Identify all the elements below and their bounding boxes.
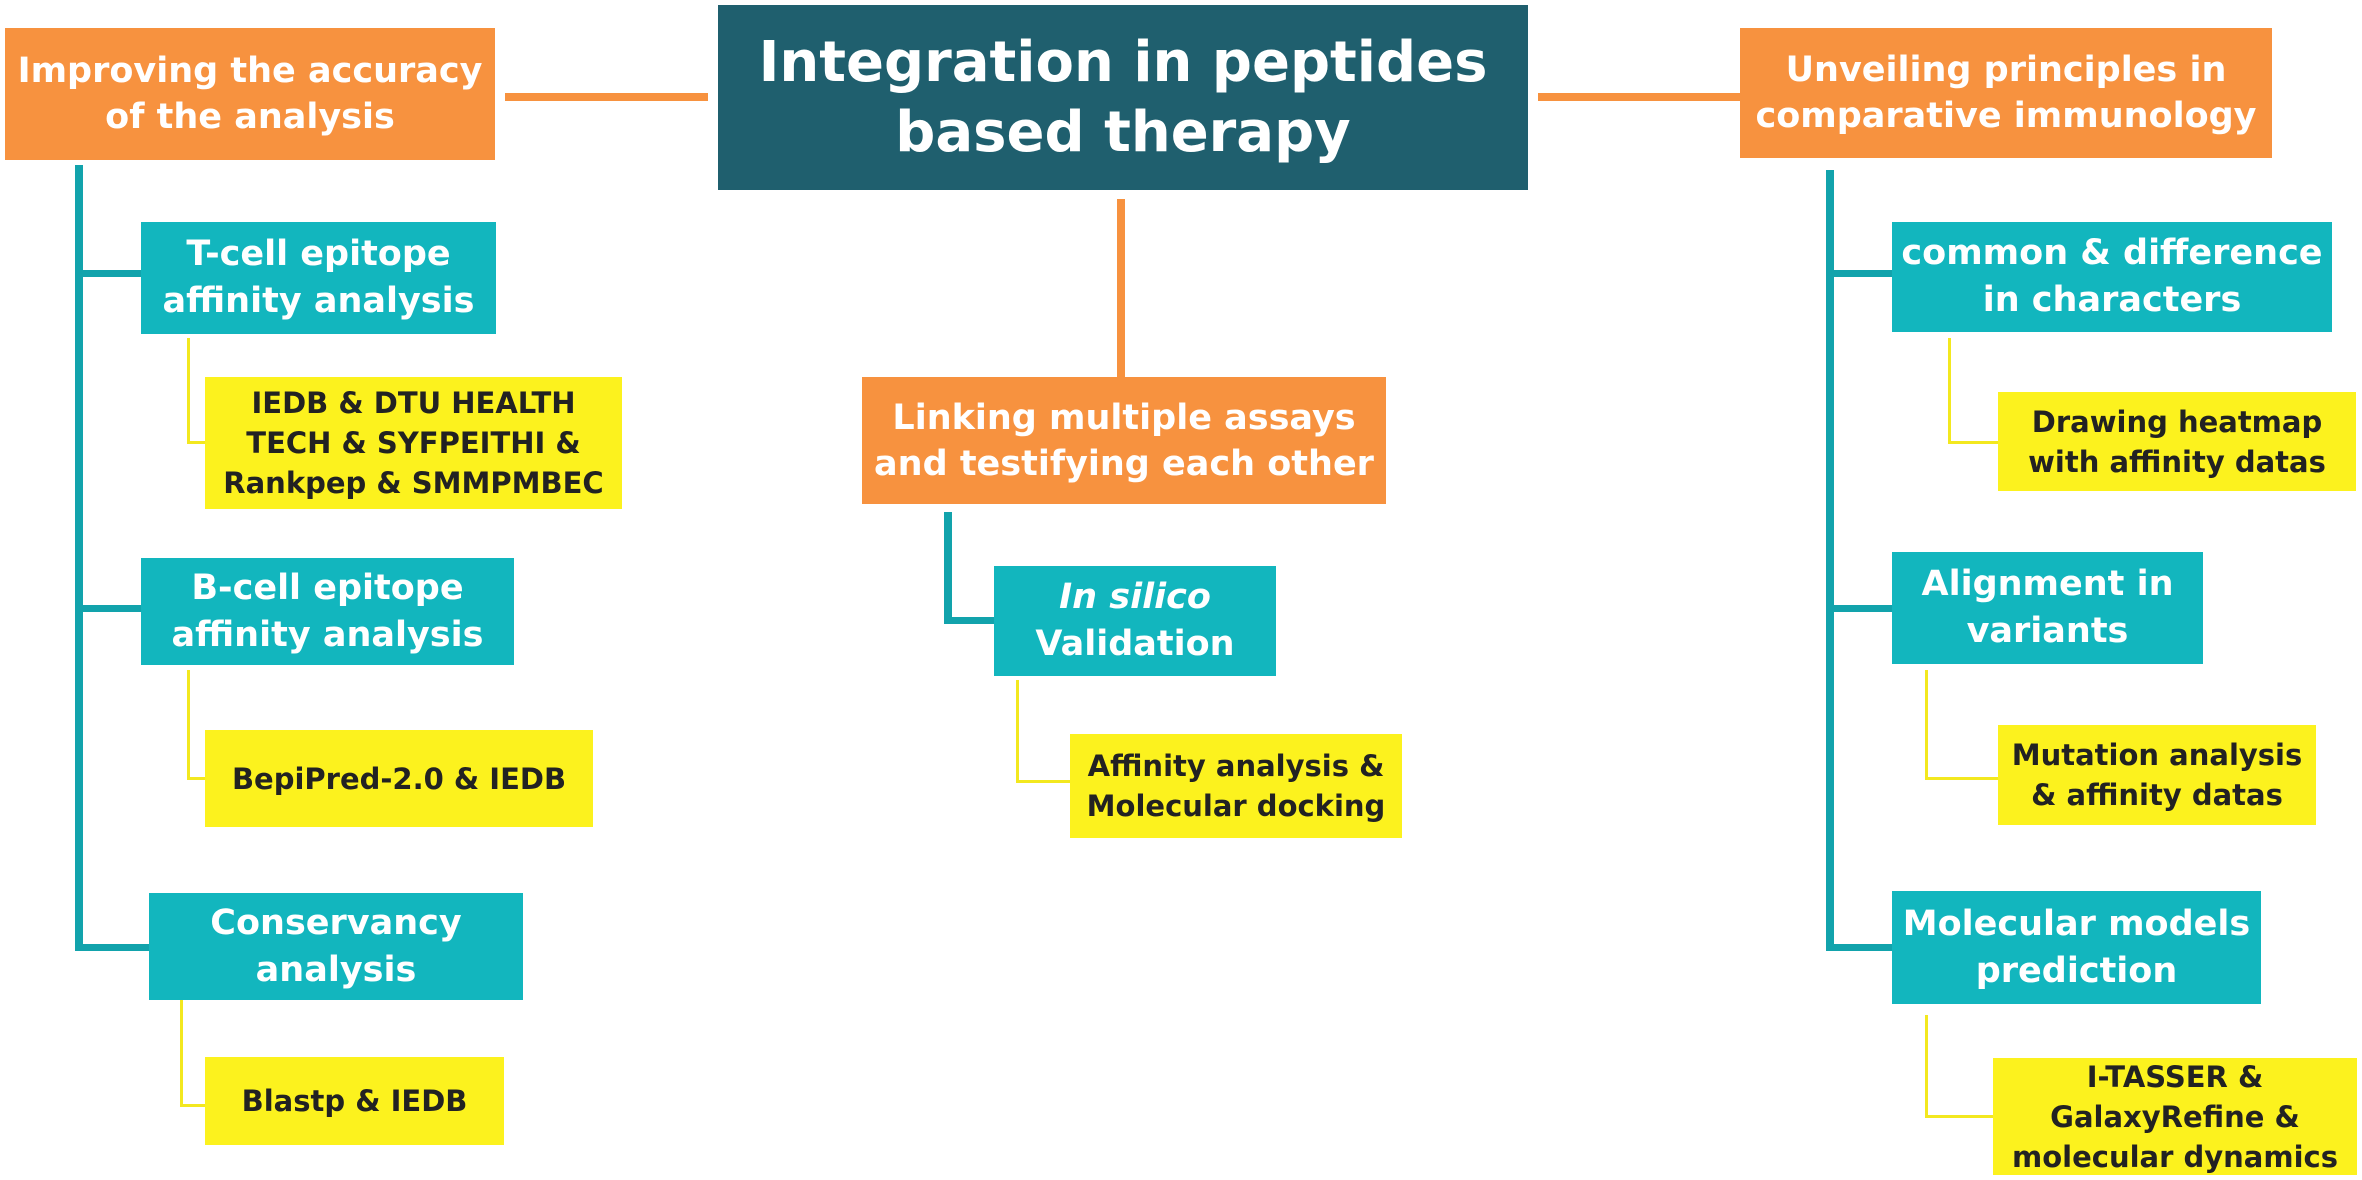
left-item-2-line1: B-cell epitope xyxy=(191,567,464,608)
right-tools-1-line2: with affinity datas xyxy=(2028,444,2326,479)
left-item-1-box: T-cell epitope affinity analysis xyxy=(141,222,496,334)
left-tools-1-line2: TECH & SYFPEITHI & xyxy=(246,426,581,460)
right-tools-connector-3-v xyxy=(1925,1015,1928,1118)
main-title-line2: based therapy xyxy=(895,99,1351,165)
left-item-1-line2: affinity analysis xyxy=(162,281,475,321)
center-tools-box: Affinity analysis & Molecular docking xyxy=(1070,734,1402,838)
center-header-box: Linking multiple assays and testifying e… xyxy=(862,377,1386,504)
right-item-3-line2: prediction xyxy=(1975,950,2178,991)
right-item-3-line1: Molecular models xyxy=(1902,903,2251,944)
center-tools-line1: Affinity analysis & xyxy=(1087,749,1385,783)
left-branch-2 xyxy=(75,605,141,612)
right-item-1-box: common & difference in characters xyxy=(1892,222,2332,332)
right-trunk-line xyxy=(1826,170,1834,951)
right-tools-1-box: Drawing heatmap with affinity datas xyxy=(1998,392,2356,491)
left-tools-2-box: BepiPred-2.0 & IEDB xyxy=(205,730,593,827)
left-trunk-line xyxy=(75,165,83,951)
left-tools-3-box: Blastp & IEDB xyxy=(205,1057,504,1145)
left-item-3-line1: Conservancy xyxy=(210,902,462,943)
left-header-line1: Improving the accuracy xyxy=(17,51,483,91)
right-tools-connector-1-h xyxy=(1948,441,1998,444)
left-tools-connector-3-h xyxy=(180,1104,205,1107)
right-tools-3-line1: I-TASSER & xyxy=(2086,1059,2264,1094)
center-header-line1: Linking multiple assays xyxy=(892,397,1356,438)
right-tools-3-line3: molecular dynamics xyxy=(2012,1139,2338,1174)
center-trunk-line xyxy=(944,512,952,624)
left-tools-1-line1: IEDB & DTU HEALTH xyxy=(251,386,576,420)
left-tools-connector-2-h xyxy=(187,777,205,780)
right-tools-1-line1: Drawing heatmap xyxy=(2031,404,2323,439)
left-tools-connector-1-h xyxy=(187,441,205,444)
right-item-1-line2: in characters xyxy=(1982,280,2242,320)
center-item-line1: In silico xyxy=(1059,577,1211,617)
right-item-1-line1: common & difference xyxy=(1901,233,2323,273)
center-tools-connector-v xyxy=(1016,680,1019,783)
main-title-line1: Integration in peptides xyxy=(758,29,1488,95)
right-header-line2: comparative immunology xyxy=(1755,96,2257,136)
left-tools-3-line1: Blastp & IEDB xyxy=(241,1084,468,1118)
right-tools-3-box: I-TASSER & GalaxyRefine & molecular dyna… xyxy=(1993,1058,2357,1175)
center-item-box: In silico Validation xyxy=(994,566,1276,676)
left-tools-connector-3-v xyxy=(180,1000,183,1107)
left-item-2-box: B-cell epitope affinity analysis xyxy=(141,558,514,665)
right-tools-connector-3-h xyxy=(1925,1115,1993,1118)
right-branch-2 xyxy=(1826,605,1892,612)
center-tools-line2: Molecular docking xyxy=(1086,789,1386,823)
center-branch xyxy=(944,617,994,624)
left-branch-3 xyxy=(75,944,149,951)
right-item-2-box: Alignment in variants xyxy=(1892,552,2203,664)
left-header-box: Improving the accuracy of the analysis xyxy=(5,28,495,160)
right-tools-2-box: Mutation analysis & affinity datas xyxy=(1998,725,2316,825)
right-tools-connector-1-v xyxy=(1948,338,1951,444)
connector-title-center xyxy=(1117,199,1125,377)
connector-title-left xyxy=(505,93,708,101)
left-item-3-line2: analysis xyxy=(255,949,417,990)
main-title-box: Integration in peptides based therapy xyxy=(718,5,1528,190)
left-tools-2-line1: BepiPred-2.0 & IEDB xyxy=(231,761,567,796)
right-branch-1 xyxy=(1826,270,1892,277)
left-item-1-line1: T-cell epitope xyxy=(186,234,451,274)
right-tools-3-line2: GalaxyRefine & xyxy=(2050,1099,2300,1134)
center-header-line2: and testifying each other xyxy=(874,443,1374,484)
left-item-3-box: Conservancy analysis xyxy=(149,893,523,1000)
left-branch-1 xyxy=(75,270,141,277)
left-tools-1-line3: Rankpep & SMMPMBEC xyxy=(223,466,604,500)
right-header-box: Unveiling principles in comparative immu… xyxy=(1740,28,2272,158)
right-tools-2-line2: & affinity datas xyxy=(2031,778,2283,812)
center-tools-connector-h xyxy=(1016,780,1070,783)
right-tools-connector-2-h xyxy=(1925,777,1998,780)
right-branch-3 xyxy=(1826,944,1892,951)
right-tools-connector-2-v xyxy=(1925,670,1928,780)
right-tools-2-line1: Mutation analysis xyxy=(2011,738,2303,772)
left-tools-connector-2-v xyxy=(187,670,190,780)
right-item-2-line2: variants xyxy=(1966,611,2129,651)
connector-title-right xyxy=(1538,93,1740,101)
left-header-line2: of the analysis xyxy=(105,97,395,137)
right-item-2-line1: Alignment in xyxy=(1921,564,2174,604)
right-header-line1: Unveiling principles in xyxy=(1785,50,2227,90)
center-item-line2: Validation xyxy=(1035,624,1235,664)
left-tools-connector-1-v xyxy=(187,338,190,444)
left-tools-1-box: IEDB & DTU HEALTH TECH & SYFPEITHI & Ran… xyxy=(205,377,622,509)
right-item-3-box: Molecular models prediction xyxy=(1892,891,2261,1004)
left-item-2-line2: affinity analysis xyxy=(171,614,484,655)
